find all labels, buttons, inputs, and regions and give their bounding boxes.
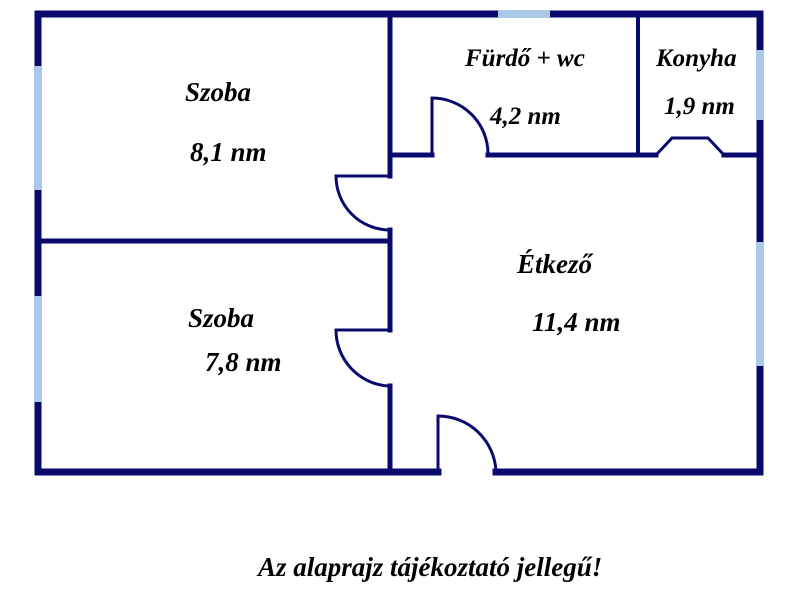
bath-area: 4,2 nm xyxy=(489,103,561,130)
room-labels: Szoba 8,1 nm Fürdő + wc 4,2 nm Konyha 1,… xyxy=(185,45,737,377)
window-right-kitchen xyxy=(756,50,764,120)
window-left-upper xyxy=(34,66,42,190)
window-left-lower xyxy=(34,296,42,402)
bath-name: Fürdő + wc xyxy=(464,45,585,72)
dining-name: Étkező xyxy=(516,249,594,279)
door-bath xyxy=(430,96,490,154)
room1-area: 8,1 nm xyxy=(190,137,267,167)
window-right-dining xyxy=(756,242,764,366)
window-top xyxy=(498,10,550,18)
door-room2 xyxy=(334,328,389,388)
room2-area: 7,8 nm xyxy=(205,347,282,377)
disclaimer-note: Az alaprajz tájékoztató jellegű! xyxy=(258,552,603,582)
dining-area: 11,4 nm xyxy=(532,307,621,337)
door-entrance xyxy=(436,414,498,473)
windows xyxy=(34,10,764,402)
walls xyxy=(34,10,764,476)
door-kitchen xyxy=(654,136,726,157)
door-room1 xyxy=(334,174,389,232)
kitchen-name: Konyha xyxy=(655,45,737,72)
doors xyxy=(334,96,726,473)
room2-name: Szoba xyxy=(188,303,254,333)
room1-name: Szoba xyxy=(185,77,251,107)
kitchen-area: 1,9 nm xyxy=(664,93,735,120)
